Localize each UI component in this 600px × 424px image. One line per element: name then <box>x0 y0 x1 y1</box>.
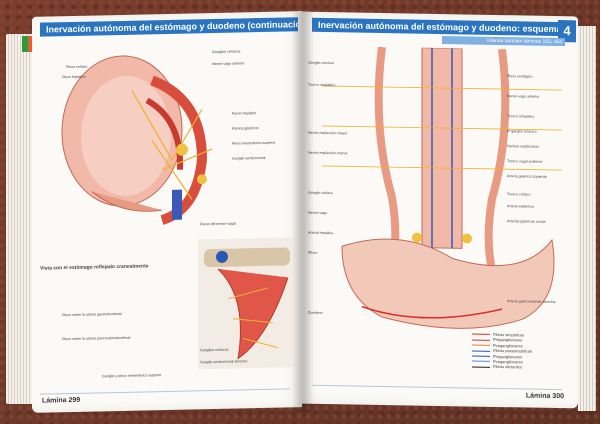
label-lower-0: Vista con el estómago reflejado cranealm… <box>40 263 149 272</box>
open-book: Inervación autónoma del estómago y duode… <box>6 4 596 416</box>
label-right-0: Plexo esofágico <box>507 74 533 79</box>
label-upper-3: Nervio vago anterior <box>212 61 245 67</box>
page-stack-left <box>6 34 36 404</box>
left-footer-rule <box>40 388 290 395</box>
label-upper-6: Ganglio aorticorrenal <box>232 155 266 161</box>
schema-illustration <box>322 46 562 329</box>
label-right-1: Nervio vago anterior <box>507 94 540 99</box>
legend-item: Fibras aferentes <box>472 364 564 371</box>
left-page-number: Lámina 299 <box>42 396 81 405</box>
label-right-6: Arteria gástrica izquierda <box>507 174 547 179</box>
right-page: Inervación autónoma del estómago y duode… <box>302 11 578 409</box>
label-right-4: Nervios esplácnicos <box>507 144 539 149</box>
label-right-3: 6º ganglio torácico <box>507 129 537 134</box>
right-page-header: Inervación autónoma del estómago y duode… <box>312 17 568 37</box>
label-upper-1: Plexo hepático <box>62 74 86 80</box>
label-upper-0: Plexo celíaco <box>66 64 88 70</box>
label-right-8: Arteria esplénica <box>507 204 534 209</box>
right-footer-rule <box>312 384 562 391</box>
label-right-7: Tronco celíaco <box>507 192 531 197</box>
left-page-header: Inervación autónoma del estómago y duode… <box>40 17 298 37</box>
see-also-note: Véanse también láminas 163, 164 <box>442 36 565 47</box>
label-upper-7: Ramos gástricos <box>232 126 259 131</box>
label-right-10: Arteria gastroomental derecha <box>507 299 556 305</box>
label-inset-1: Ganglios celíacos <box>200 347 229 353</box>
label-inset-0: Ramo del tronco vagal <box>200 221 236 227</box>
label-lower-3: Ganglio y plexo mesentérico superior <box>102 373 162 379</box>
label-lower-2: Plexo sobre la arteria pancreaticoduoden… <box>62 335 131 342</box>
stomach-illustration <box>61 55 213 225</box>
label-right-5: Tronco vagal posterior <box>507 159 543 164</box>
left-page: Inervación autónoma del estómago y duode… <box>32 11 302 413</box>
label-right-2: Tronco simpático <box>507 114 535 119</box>
label-upper-5: Ramo hepático <box>232 111 257 116</box>
label-upper-2: Ganglios celíacos <box>212 49 241 55</box>
page-stack-right <box>578 26 596 411</box>
inset-illustration <box>198 237 296 370</box>
label-right-9: Arterias gástricas cortas <box>507 219 546 224</box>
fiber-legend: Fibras simpáticas Preganglionares Posgan… <box>472 332 564 375</box>
label-lower-1: Plexo sobre la arteria gastroduodenal <box>62 311 122 318</box>
right-page-number: Lámina 300 <box>525 392 564 401</box>
label-upper-4: Plexo mesentérico superior <box>232 140 276 146</box>
book-gutter <box>292 12 314 412</box>
